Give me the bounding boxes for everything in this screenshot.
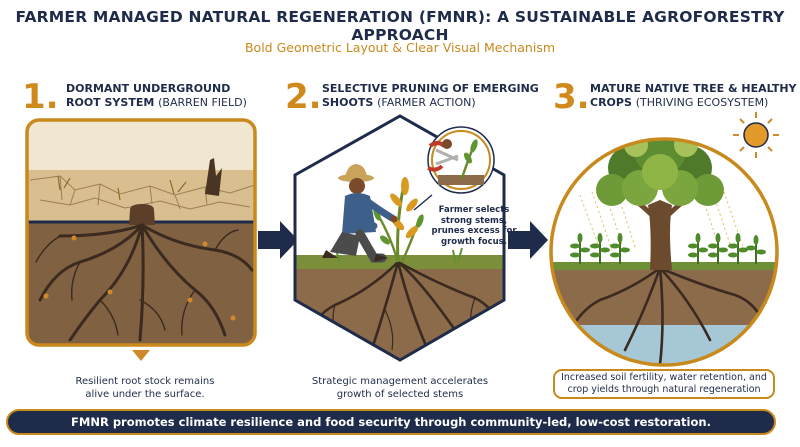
step-3-caption-box [553,369,775,399]
step-1-number: 1. [22,77,59,117]
step-1-title-line1: DORMANT UNDERGROUND [66,82,231,95]
summary-banner: FMNR promotes climate resilience and foo… [6,409,776,435]
dead-tree-stump [205,158,222,196]
step-3-title-line1: MATURE NATIVE TREE & HEALTHY [590,82,797,95]
arrow-right-icon [258,221,298,259]
page-subtitle: Bold Geometric Layout & Clear Visual Mec… [244,40,555,55]
tree-canopy [596,139,724,206]
healthy-crops [570,233,766,264]
emerging-shoots [335,177,463,263]
step-1-title-sub: (BARREN FIELD) [158,96,247,109]
step-3-title-line2: CROPS [590,96,632,109]
step-3-caption: Increased soil fertility, water retentio… [553,372,775,396]
step-2-number: 2. [285,77,322,117]
step-2-title-line2: SHOOTS [322,96,374,109]
step-1-title: DORMANT UNDERGROUND ROOT SYSTEM (BARREN … [66,82,247,110]
sun-icon [733,112,779,158]
tree-trunk [648,200,672,270]
step-3-caption-line2: crop yields through natural regeneration [567,384,761,395]
step-2-caption: Strategic management accelerates growth … [295,375,505,401]
step-2-caption-line1: Strategic management accelerates [311,376,489,387]
step-1-title-line2: ROOT SYSTEM [66,96,155,109]
panel-1-pointer [132,350,150,361]
step-1-caption-line2: alive under the surface. [85,389,205,400]
panel-1-barren-field [25,118,257,361]
farmer-figure [322,164,398,263]
step-1-caption: Resilient root stock remains alive under… [40,375,250,401]
step-3-title: MATURE NATIVE TREE & HEALTHY CROPS (THRI… [590,82,797,110]
panel-3-mature-ecosystem [549,112,779,367]
pruning-shears-icon [427,139,484,185]
step-1-caption-line1: Resilient root stock remains [75,376,215,387]
step-2-title-line1: SELECTIVE PRUNING OF EMERGING [322,82,539,95]
page-title: FARMER MANAGED NATURAL REGENERATION (FMN… [15,8,785,44]
step-3-number: 3. [553,77,590,117]
step-3-title-sub: (THRIVING ECOSYSTEM) [635,96,769,109]
pruning-callout-text: Farmer selects strong stems, prunes exce… [431,205,517,247]
step-2-title: SELECTIVE PRUNING OF EMERGING SHOOTS (FA… [322,82,539,110]
step-3-caption-line1: Increased soil fertility, water retentio… [561,372,767,383]
arrow-right-icon [508,221,548,259]
step-2-caption-line2: growth of selected stems [336,389,464,400]
step-2-title-sub: (FARMER ACTION) [377,96,476,109]
